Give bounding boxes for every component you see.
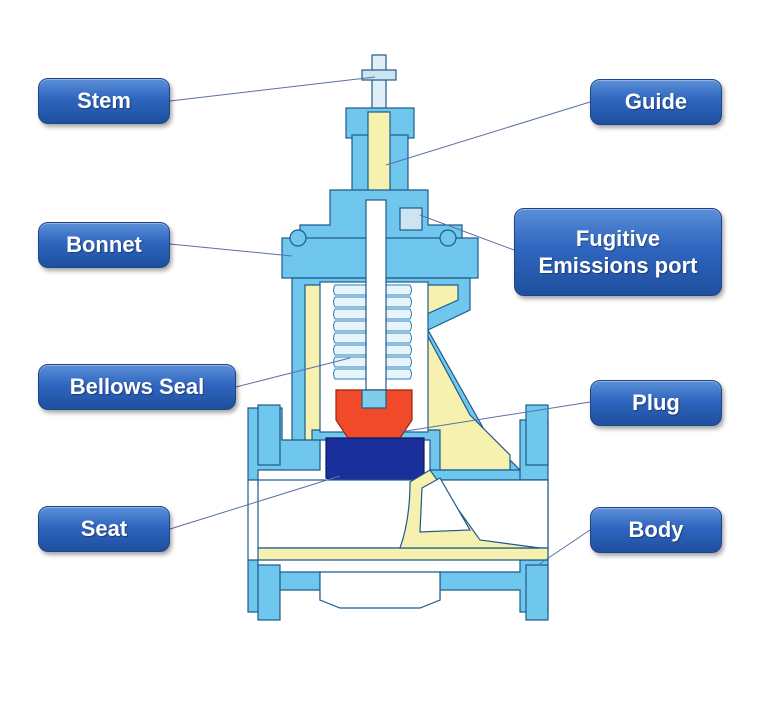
- stem-rod-top: [371, 54, 387, 116]
- flange-left-bottom: [257, 564, 281, 621]
- label-guide: Guide: [590, 79, 722, 125]
- leader-seat: [169, 475, 341, 530]
- flange-right-bottom: [525, 564, 549, 621]
- body-web-window: [419, 477, 472, 533]
- leader-stem: [169, 76, 376, 102]
- flange-right: [525, 404, 549, 466]
- body-lining-bottom: [257, 547, 549, 561]
- leader-body: [537, 529, 591, 566]
- plug-core: [361, 389, 387, 409]
- label-body: Body: [590, 507, 722, 553]
- label-plug: Plug: [590, 380, 722, 426]
- label-bellows-seal: Bellows Seal: [38, 364, 236, 410]
- bolt-left: [289, 229, 307, 247]
- seat: [325, 437, 425, 483]
- bolt-right: [439, 229, 457, 247]
- emission-port: [399, 207, 423, 231]
- label-stem: Stem: [38, 78, 170, 124]
- leader-bellows: [235, 357, 351, 388]
- stem-nut: [361, 69, 397, 81]
- label-fugitive-emissions-port: Fugitive Emissions port: [514, 208, 722, 296]
- valve-body-group: [247, 54, 549, 621]
- label-seat: Seat: [38, 506, 170, 552]
- flange-left: [257, 404, 281, 466]
- leader-plug: [399, 401, 591, 433]
- leader-lines: [169, 76, 591, 566]
- stem-rod: [365, 199, 387, 391]
- leader-guide: [385, 101, 591, 166]
- label-bonnet: Bonnet: [38, 222, 170, 268]
- leader-fugitive: [419, 214, 515, 251]
- leader-bonnet: [169, 243, 293, 257]
- bottom-boss: [319, 571, 441, 609]
